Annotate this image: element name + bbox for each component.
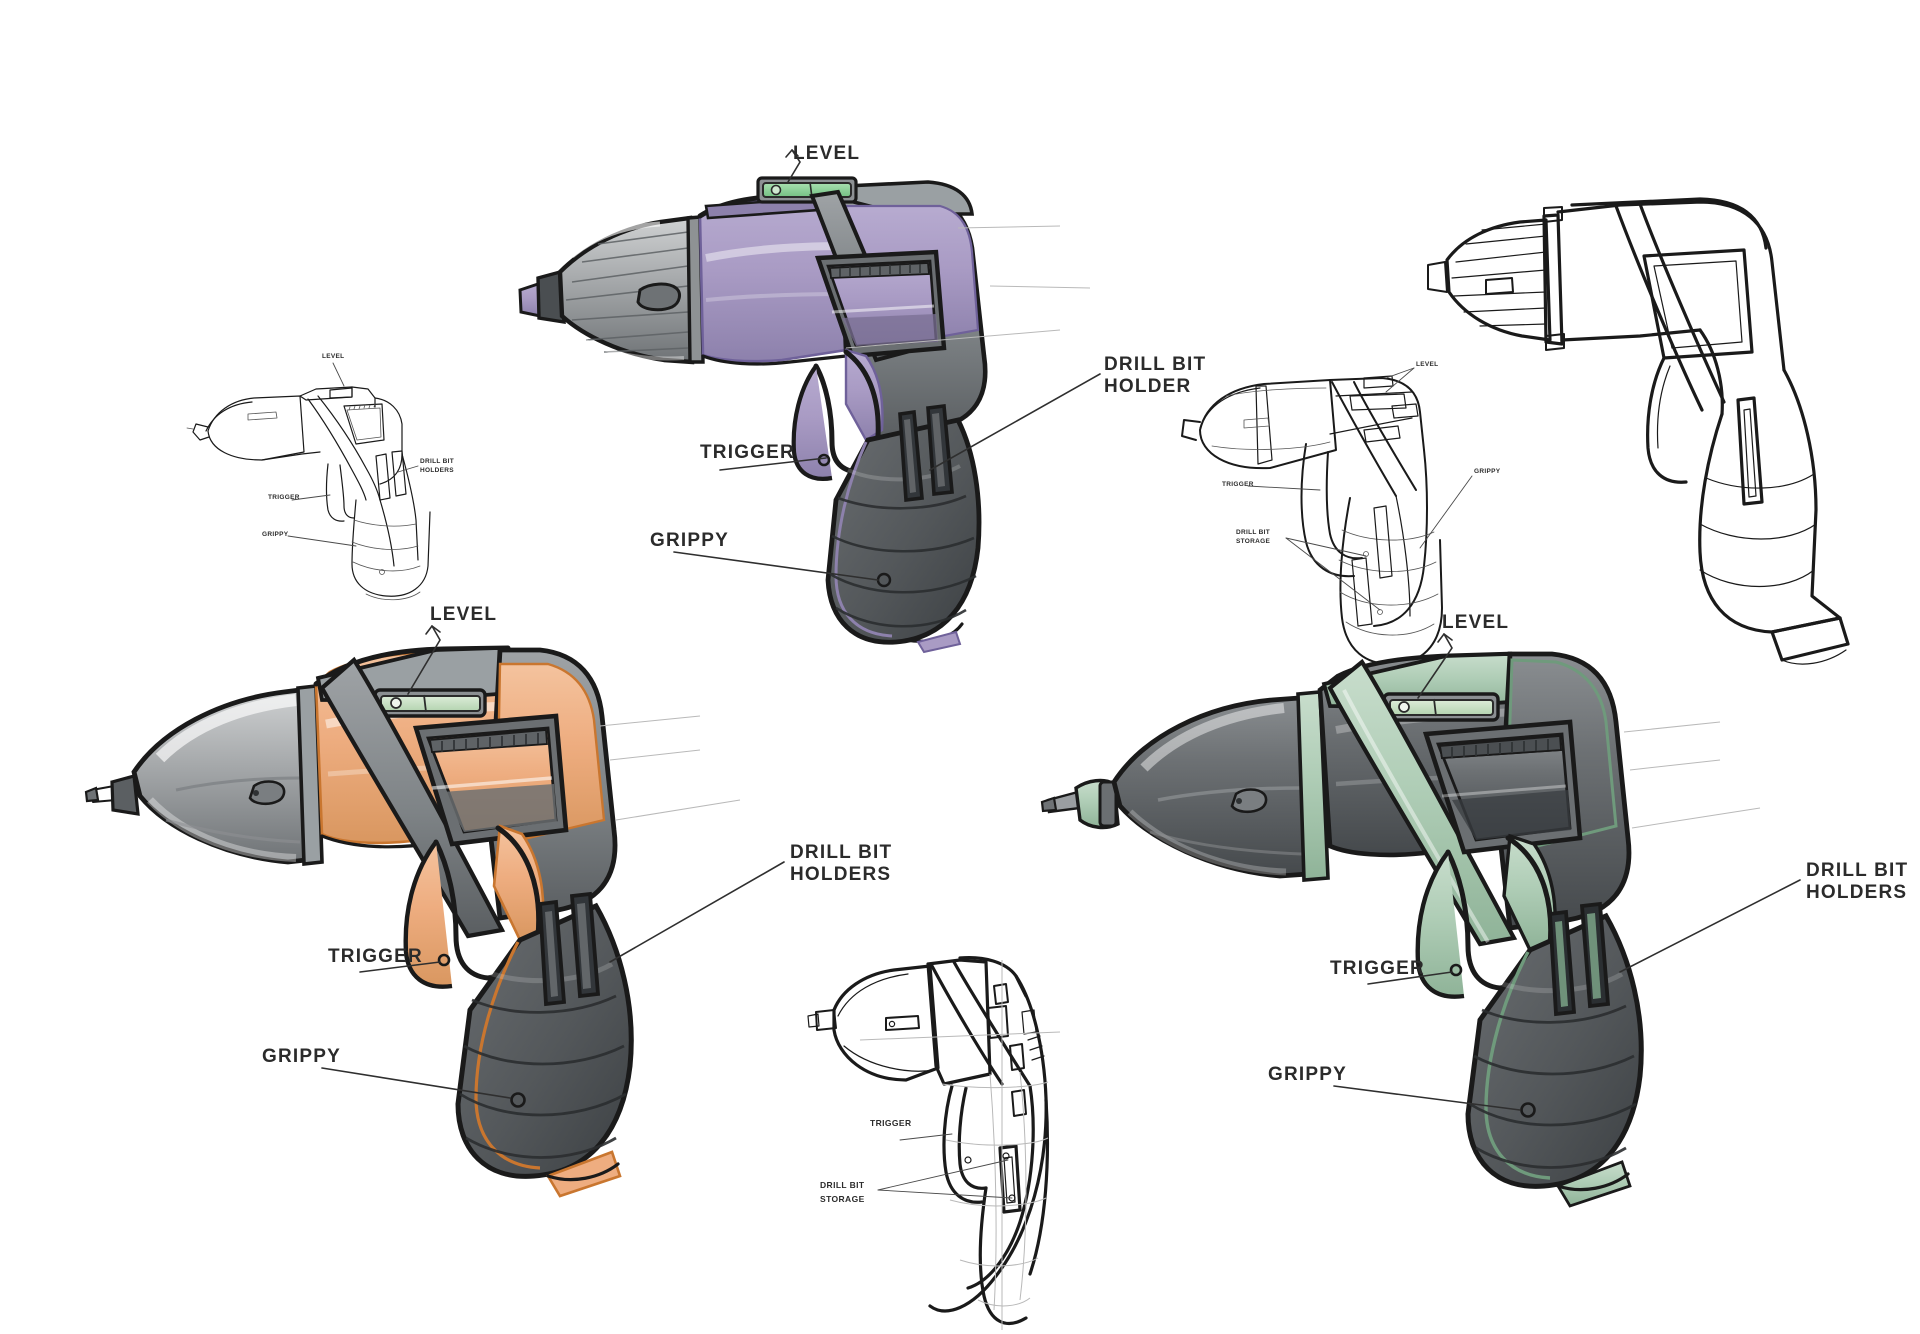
hero-purple-label-level: LEVEL [793, 143, 860, 164]
hero-mint-label-drillbit-1: DRILL BIT [1806, 860, 1908, 881]
callout-level-thumb-mr: LEVEL [1385, 361, 1438, 393]
callout-grippy-thumb-tl: GRIPPY [262, 531, 357, 547]
thumb-tl-label-drillbit-1: DRILL BIT [420, 458, 454, 465]
line-tr-drill-artwork [1427, 197, 1850, 665]
callout-level-hero-mint: LEVEL [1417, 612, 1509, 699]
hero-orange-label-grippy: GRIPPY [262, 1046, 341, 1067]
view-hero-orange: LEVEL DRILL BIT HOLDERS TRIGGER GRIPPY [84, 604, 892, 1198]
callout-level-thumb-tl: LEVEL [322, 353, 345, 387]
callout-trigger-thumb-tl: TRIGGER [268, 494, 331, 501]
line-bc-label-trigger: TRIGGER [870, 1118, 912, 1128]
hero-mint-label-trigger: TRIGGER [1330, 958, 1425, 979]
thumb-mr-label-grippy: GRIPPY [1474, 468, 1501, 475]
view-hero-purple: LEVEL DRILL BIT HOLDER TRIGGER GRIPPY [518, 143, 1206, 654]
hero-orange-label-level: LEVEL [430, 604, 497, 625]
hero-orange-label-trigger: TRIGGER [328, 946, 423, 967]
thumb-mr-drill-artwork [1181, 375, 1443, 666]
callout-grippy-hero-mint: GRIPPY [1268, 1064, 1521, 1111]
callout-grippy-thumb-mr: GRIPPY [1419, 468, 1501, 549]
hero-purple-label-grippy: GRIPPY [650, 530, 729, 551]
thumb-mr-label-trigger: TRIGGER [1222, 481, 1254, 488]
hero-orange-label-drillbit-2: HOLDERS [790, 864, 891, 885]
callout-drillbit-thumb-mr: DRILL BIT STORAGE [1236, 529, 1381, 611]
hero-purple-label-drillbit-2: HOLDER [1104, 376, 1191, 397]
callout-trigger-hero-mint: TRIGGER [1330, 958, 1453, 985]
callout-drillbit-thumb-tl: DRILL BIT HOLDERS [397, 458, 454, 474]
thumb-mr-label-drillbit-2: STORAGE [1236, 538, 1270, 545]
callout-trigger-line-bc: TRIGGER [870, 1118, 953, 1141]
callout-grippy-hero-orange: GRIPPY [262, 1046, 511, 1099]
callout-trigger-thumb-mr: TRIGGER [1222, 481, 1321, 491]
callout-drillbit-hero-purple: DRILL BIT HOLDER [929, 354, 1206, 471]
hero-mint-label-level: LEVEL [1442, 612, 1509, 633]
hero-mint-artwork [1040, 651, 1761, 1208]
hero-orange-label-drillbit-1: DRILL BIT [790, 842, 892, 863]
view-hero-mint: LEVEL DRILL BIT HOLDERS TRIGGER GRIPPY [1040, 612, 1908, 1208]
hero-mint-label-drillbit-2: HOLDERS [1806, 882, 1907, 903]
line-bc-label-drillbit-1: DRILL BIT [820, 1180, 865, 1190]
line-bc-drill-artwork [807, 956, 1061, 1330]
thumb-mr-label-drillbit-1: DRILL BIT [1236, 529, 1270, 536]
thumb-tl-label-grippy: GRIPPY [262, 531, 289, 538]
hero-mint-label-grippy: GRIPPY [1268, 1064, 1347, 1085]
hero-purple-label-trigger: TRIGGER [700, 442, 795, 463]
callout-drillbit-line-bc: DRILL BIT STORAGE [820, 1159, 1013, 1204]
callout-trigger-hero-orange: TRIGGER [328, 946, 441, 973]
hero-purple-artwork [518, 176, 1091, 654]
line-bc-label-drillbit-2: STORAGE [820, 1194, 865, 1204]
callout-drillbit-hero-orange: DRILL BIT HOLDERS [609, 842, 892, 963]
hero-purple-label-drillbit-1: DRILL BIT [1104, 354, 1206, 375]
callout-level-hero-orange: LEVEL [407, 604, 497, 695]
view-thumb-line-top-left: LEVEL DRILL BIT HOLDERS TRIGGER GRIPPY [186, 353, 454, 601]
thumb-tl-label-drillbit-2: HOLDERS [420, 467, 454, 474]
thumb-tl-label-level: LEVEL [322, 353, 344, 360]
callout-drillbit-hero-mint: DRILL BIT HOLDERS [1619, 860, 1908, 973]
thumb-tl-label-trigger: TRIGGER [268, 494, 300, 501]
callout-level-hero-purple: LEVEL [785, 143, 860, 183]
callout-trigger-hero-purple: TRIGGER [700, 442, 827, 471]
hero-orange-artwork [84, 645, 741, 1198]
thumb-tl-drill-artwork [186, 386, 431, 601]
view-line-bottom-centre: TRIGGER DRILL BIT STORAGE [807, 956, 1061, 1330]
view-line-top-right [1427, 197, 1850, 665]
thumb-mr-label-level: LEVEL [1416, 361, 1438, 368]
view-thumb-line-mid-right: LEVEL TRIGGER GRIPPY DRILL BIT STORAGE [1181, 361, 1501, 666]
callout-grippy-hero-purple: GRIPPY [650, 530, 879, 581]
